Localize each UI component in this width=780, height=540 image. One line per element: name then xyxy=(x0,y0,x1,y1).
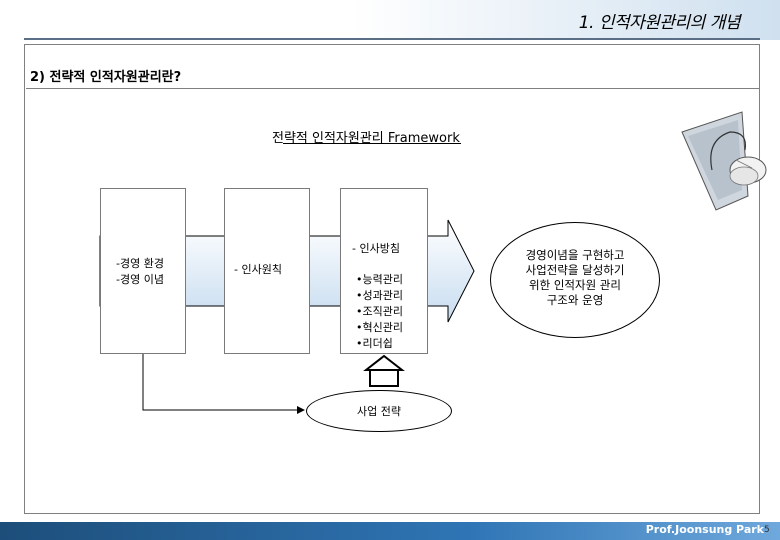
environment-item: -경영 환경 xyxy=(116,257,164,270)
goal-text: 경영이념을 구현하고 사업전략을 달성하기 위한 인적자원 관리 구조와 운영 xyxy=(490,248,660,308)
house-icon xyxy=(363,354,405,387)
policy-item: •조직관리 xyxy=(356,305,403,318)
principle-box xyxy=(224,188,310,354)
environment-item: -경영 이념 xyxy=(116,273,164,286)
goal-ellipse xyxy=(490,222,660,338)
goal-line: 사업전략을 달성하기 xyxy=(525,263,625,277)
policy-box xyxy=(340,188,428,354)
environment-box xyxy=(100,188,186,354)
goal-line: 위한 인적자원 관리 xyxy=(529,278,621,292)
policy-item: •혁신관리 xyxy=(356,321,403,334)
content-frame xyxy=(24,44,760,514)
policy-item: •성과관리 xyxy=(356,289,403,302)
framework-title-underline xyxy=(283,143,461,144)
strategy-label: 사업 전략 xyxy=(357,405,401,418)
strategy-ellipse xyxy=(306,390,452,432)
footer-author: Prof.Joonsung Park xyxy=(645,523,764,536)
goal-line: 구조와 운영 xyxy=(546,293,604,307)
goal-line: 경영이념을 구현하고 xyxy=(525,248,625,262)
framework-title: 전략적 인적자원관리 Framework xyxy=(272,131,460,146)
principle-item: - 인사원칙 xyxy=(234,263,282,276)
section-rule xyxy=(26,88,760,89)
footer-bar: Prof.Joonsung Park xyxy=(0,522,780,540)
slide-title: 1. 인적자원관리의 개념 xyxy=(578,13,741,33)
policy-heading: - 인사방침 xyxy=(352,242,400,255)
header-rule xyxy=(24,38,760,40)
policy-item: •능력관리 xyxy=(356,273,403,286)
policy-item: •리더쉽 xyxy=(356,337,393,350)
connector-to-strategy xyxy=(142,354,305,414)
page-number: 5 xyxy=(764,525,770,535)
section-heading: 2) 전략적 인적자원관리란? xyxy=(30,70,182,85)
slide-header: 1. 인적자원관리의 개념 xyxy=(0,0,780,40)
computer-mouse-clipart-icon xyxy=(681,111,767,211)
